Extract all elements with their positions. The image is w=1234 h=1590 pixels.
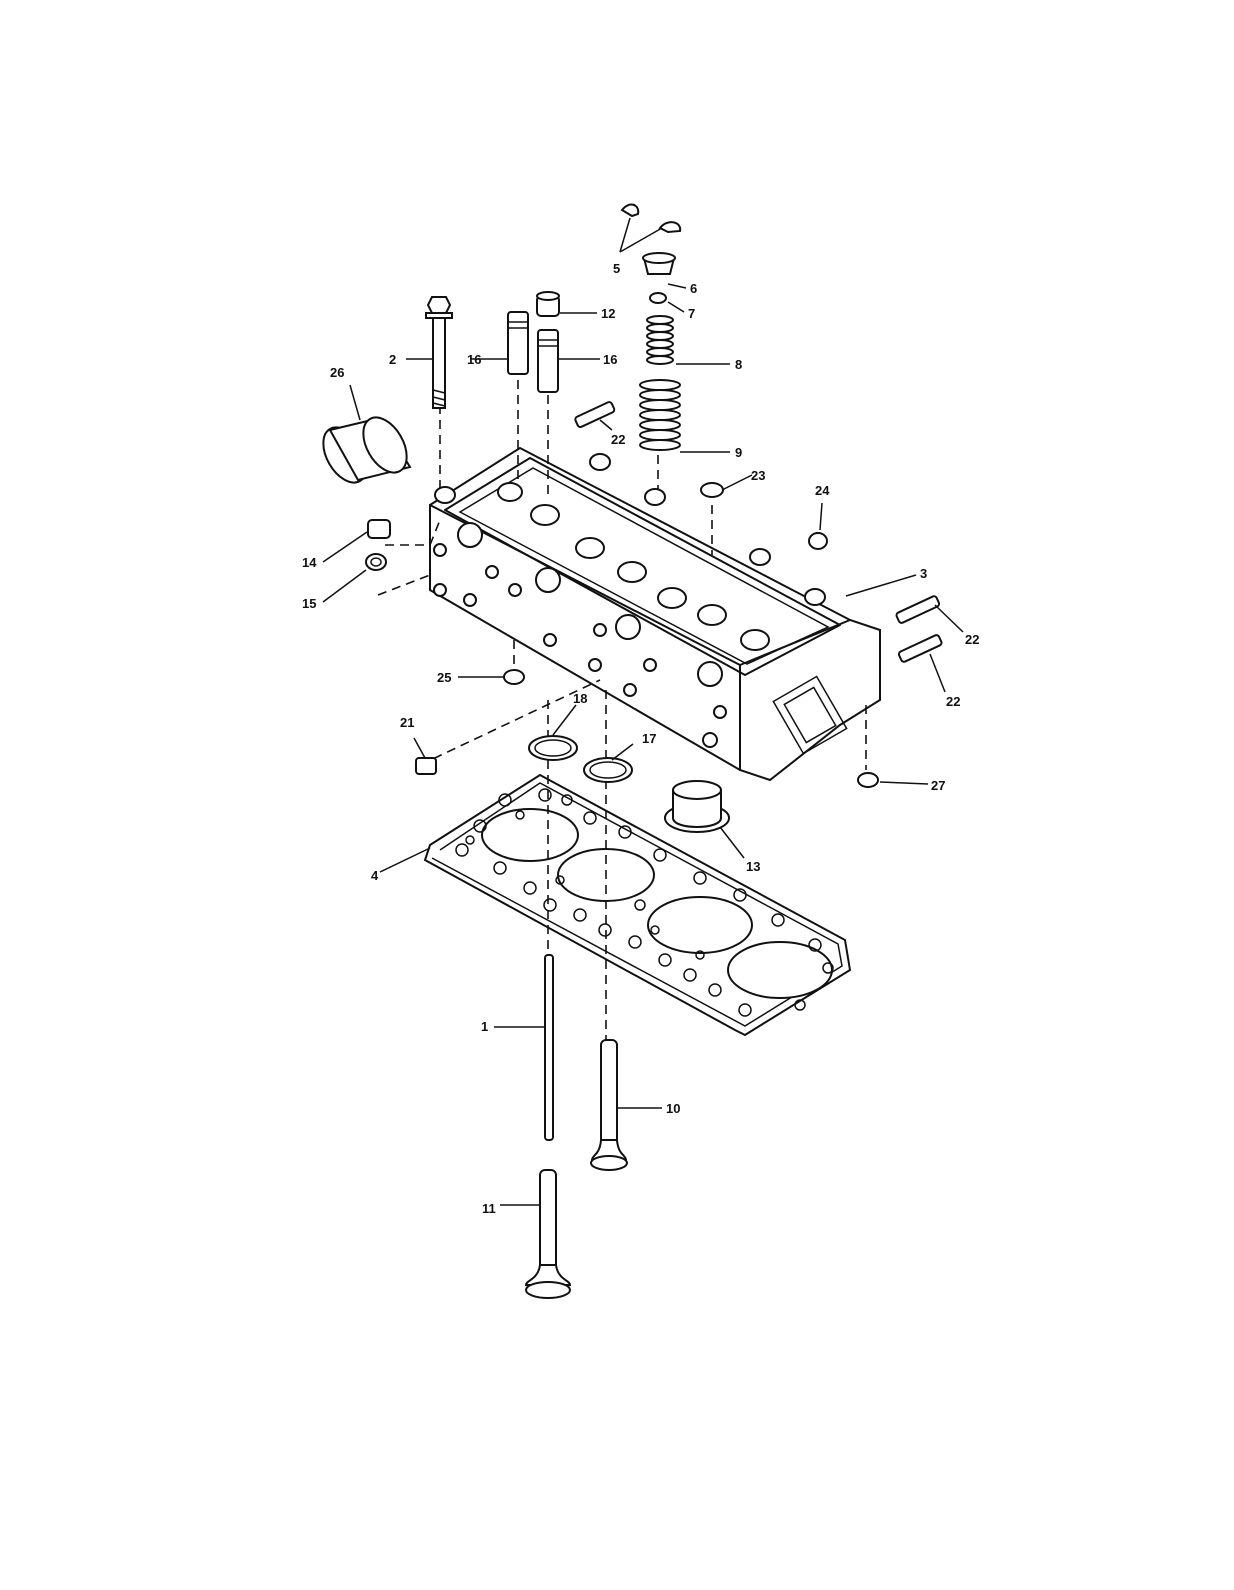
callout-17: 17 [642, 731, 656, 746]
exhaust-valve [591, 1040, 627, 1170]
o-rings [529, 736, 632, 782]
callout-25: 25 [437, 670, 451, 685]
cup [665, 781, 729, 832]
sleeve [314, 410, 415, 490]
callout-18: 18 [573, 691, 587, 706]
callout-22c: 22 [946, 694, 960, 709]
push-rod [545, 955, 553, 1140]
valve-guides [508, 312, 558, 392]
valve-retainer-stack [622, 204, 680, 303]
callout-15: 15 [302, 596, 316, 611]
valve-springs [640, 316, 680, 450]
callout-8: 8 [735, 357, 742, 372]
callout-10: 10 [666, 1101, 680, 1116]
callout-22a: 22 [611, 432, 625, 447]
callout-21: 21 [400, 715, 414, 730]
callout-14: 14 [302, 555, 317, 570]
callout-2: 2 [389, 352, 396, 367]
callout-11: 11 [482, 1201, 496, 1216]
callout-9: 9 [735, 445, 742, 460]
callout-3: 3 [920, 566, 927, 581]
callout-7: 7 [688, 306, 695, 321]
head-gasket [425, 775, 850, 1035]
callout-24: 24 [815, 483, 830, 498]
callout-26: 26 [330, 365, 344, 380]
callout-16a: 16 [467, 352, 481, 367]
callout-22b: 22 [965, 632, 979, 647]
callout-16b: 16 [603, 352, 617, 367]
callout-4: 4 [371, 868, 379, 883]
valve-seal [537, 292, 559, 316]
callout-1: 1 [481, 1019, 488, 1034]
callout-27: 27 [931, 778, 945, 793]
intake-valve [526, 1170, 570, 1298]
callout-12: 12 [601, 306, 615, 321]
callout-13: 13 [746, 859, 760, 874]
head-bolt [426, 297, 452, 408]
screw [416, 758, 436, 774]
callout-23: 23 [751, 468, 765, 483]
callout-6: 6 [690, 281, 697, 296]
callout-5: 5 [613, 261, 620, 276]
